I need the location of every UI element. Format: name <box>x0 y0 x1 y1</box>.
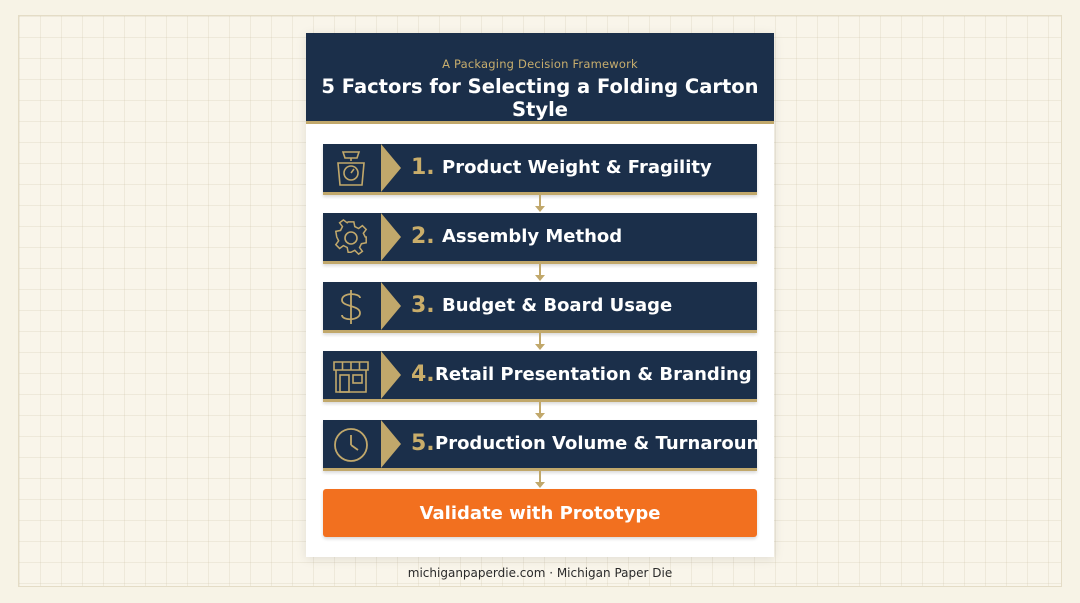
step-number: 1. <box>411 155 435 180</box>
chevron-arrow-icon <box>381 420 401 468</box>
step-5: 5. Production Volume & Turnaround <box>323 420 772 471</box>
step-number: 4. <box>411 362 435 387</box>
header-subtitle: A Packaging Decision Framework <box>442 57 638 71</box>
chevron-arrow-icon <box>381 282 401 330</box>
chevron-arrow-icon <box>381 213 401 261</box>
step-4: 4. Retail Presentation & Branding <box>323 351 757 402</box>
step-3: 3. Budget & Board Usage <box>323 282 757 333</box>
connector-arrow <box>535 195 545 212</box>
step-2: 2. Assembly Method <box>323 213 757 264</box>
clock-icon <box>329 426 373 463</box>
step-label: Retail Presentation & Branding <box>435 364 752 385</box>
chevron-arrow-icon <box>381 351 401 399</box>
framework-card: A Packaging Decision Framework 5 Factors… <box>306 33 774 557</box>
validate-prototype-button: Validate with Prototype <box>323 489 757 537</box>
step-label: Assembly Method <box>442 226 623 247</box>
header-title: 5 Factors for Selecting a Folding Carton… <box>321 75 759 121</box>
step-number: 3. <box>411 293 435 318</box>
gear-icon <box>329 218 373 256</box>
card-header: A Packaging Decision Framework 5 Factors… <box>306 33 774 124</box>
step-label: Product Weight & Fragility <box>442 157 712 178</box>
step-1: 1. Product Weight & Fragility <box>323 144 757 195</box>
connector-arrow <box>535 402 545 419</box>
connector-arrow <box>535 264 545 281</box>
storefront-icon <box>329 357 373 394</box>
connector-arrow <box>535 471 545 488</box>
footer-credit: michiganpaperdie.com · Michigan Paper Di… <box>407 566 673 580</box>
step-label: Production Volume & Turnaround <box>435 433 773 454</box>
chevron-arrow-icon <box>381 144 401 192</box>
step-label: Budget & Board Usage <box>442 295 673 316</box>
connector-arrow <box>535 333 545 350</box>
step-number: 5. <box>411 431 435 456</box>
step-number: 2. <box>411 224 435 249</box>
scale-icon <box>329 150 373 187</box>
dollar-icon <box>329 288 373 325</box>
